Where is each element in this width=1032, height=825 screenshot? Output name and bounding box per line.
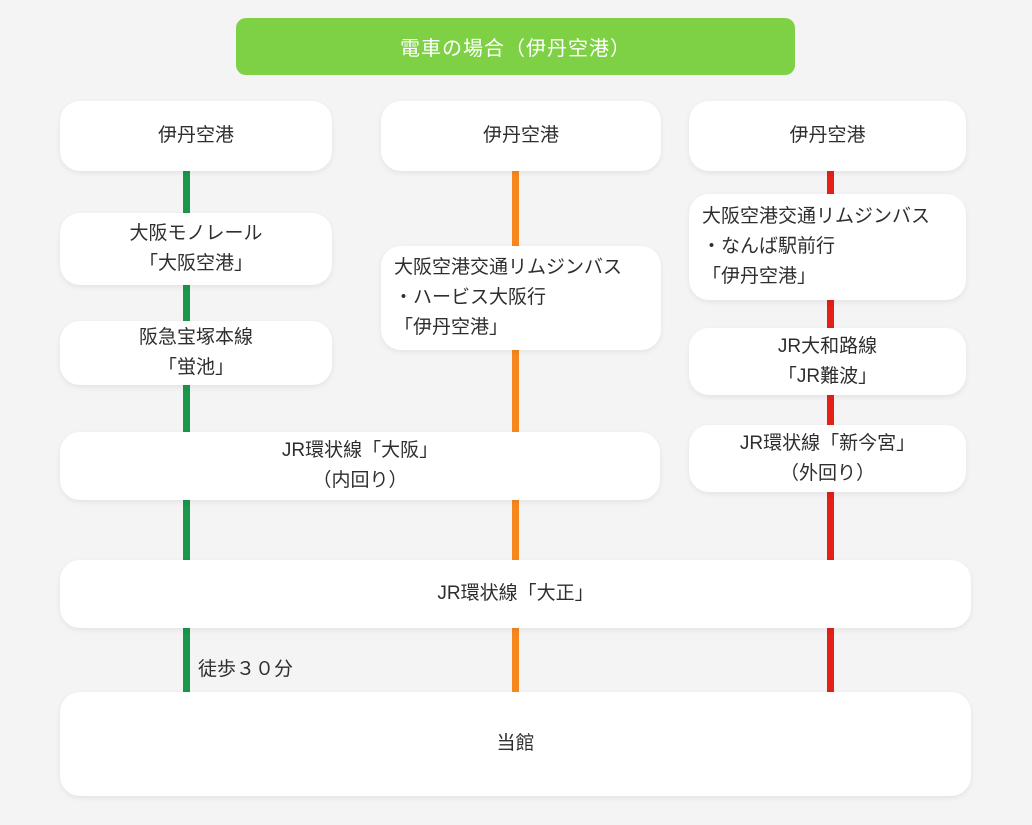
destination-label: 当館 [496,733,535,754]
station-label-line2: 「大阪空港」 [138,253,253,274]
station-label-line3: 「伊丹空港」 [394,317,509,338]
station-box-osaka-monorail: 大阪モノレール 「大阪空港」 [60,213,332,285]
station-label: 伊丹空港 [789,125,866,146]
station-label-line2: 「蛍池」 [157,357,234,378]
station-label-line1: JR環状線「新今宮」 [739,432,916,454]
station-label-line1: 大阪モノレール [129,223,263,244]
walk-time-label: 徒歩３０分 [198,659,294,680]
station-label: 伊丹空港 [482,125,559,146]
station-label-line3: 「伊丹空港」 [702,266,817,287]
station-label-line2: ・ハービス大阪行 [394,287,547,308]
station-label-line1: JR大和路線 [777,335,878,357]
bus-herbis-route-line [512,171,519,692]
diagram-title: 電車の場合（伊丹空港） [236,18,795,75]
station-label-line1: 阪急宝塚本線 [138,327,253,348]
station-box-jr-loop-osaka: JR環状線「大阪」 （内回り） [60,432,660,500]
station-box-itami-airport-monorail: 伊丹空港 [60,101,332,171]
station-box-itami-airport-herbis: 伊丹空港 [381,101,661,171]
station-box-itami-airport-namba: 伊丹空港 [689,101,966,171]
station-label-line1: 大阪空港交通リムジンバス [394,257,623,278]
station-label-line2: ・なんば駅前行 [702,236,836,257]
station-box-limousine-namba: 大阪空港交通リムジンバス ・なんば駅前行 「伊丹空港」 [689,194,966,300]
station-label: 伊丹空港 [157,125,234,146]
station-label-line2: 「JR難波」 [777,365,878,387]
station-label-line2: （外回り） [779,462,875,484]
station-label: JR環状線「大正」 [437,583,594,604]
station-box-limousine-herbis: 大阪空港交通リムジンバス ・ハービス大阪行 「伊丹空港」 [381,246,661,350]
station-box-jr-loop-shinimamiya: JR環状線「新今宮」 （外回り） [689,425,966,492]
station-box-jr-yamatoji-namba: JR大和路線 「JR難波」 [689,328,966,395]
station-box-jr-loop-taisho: JR環状線「大正」 [60,560,971,628]
station-box-hankyu-hotarugaike: 阪急宝塚本線 「蛍池」 [60,321,332,385]
station-label-line2: （内回り） [312,470,408,491]
station-label-line1: JR環状線「大阪」 [281,440,439,461]
destination-box-our-facility: 当館 [60,692,971,796]
station-label-line1: 大阪空港交通リムジンバス [702,206,931,227]
monorail-route-line [183,171,190,692]
